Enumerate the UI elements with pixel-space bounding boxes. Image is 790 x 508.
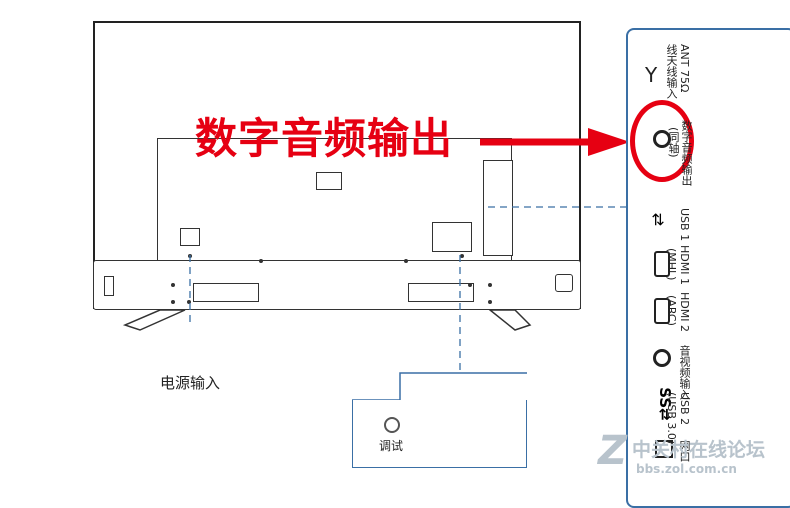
port-label-hdmi1: HDMI 1 [678, 245, 691, 285]
port-label-hdmi2-sub: (ARC) [665, 295, 678, 326]
debug-port-block [432, 222, 472, 252]
debug-callout-box [352, 400, 527, 468]
base-vent-left [193, 283, 259, 302]
hdmi-icon [654, 251, 670, 277]
screw [171, 283, 175, 287]
port-label-usb1: USB 1 [678, 208, 691, 242]
port-label-hdmi2: HDMI 2 [678, 292, 691, 332]
network-icon [655, 440, 673, 458]
coax-port-icon [653, 130, 671, 148]
base-vent-right [408, 283, 474, 302]
base-button [555, 274, 573, 292]
tv-side-port-panel [483, 160, 513, 256]
port-label-usb2: USB 2 [678, 392, 691, 426]
port-label-network: 网口 [678, 440, 691, 462]
screw [488, 300, 492, 304]
screw [259, 259, 263, 263]
usb-icon: ⇄ [649, 212, 669, 227]
port-label-digital-audio-sub: (同轴) [667, 127, 680, 158]
watermark-line2: bbs.zol.com.cn [636, 462, 737, 476]
vesa-vent [316, 172, 342, 190]
screw [468, 283, 472, 287]
watermark-logo: Z [598, 428, 628, 474]
port-label-hdmi1-sub: (MHL) [665, 248, 678, 281]
diagram-title: 数字音频输出 [195, 114, 454, 163]
power-port-block [180, 228, 200, 246]
highlight-circle [630, 100, 694, 182]
port-label-ant: ANT 75Ω [678, 44, 691, 93]
base-slot [104, 276, 114, 296]
watermark-line1: 中关村在线论坛 [632, 439, 766, 461]
antenna-icon: Y [645, 63, 658, 87]
screw [187, 300, 191, 304]
av-port-icon [653, 349, 671, 367]
debug-label: 调试 [379, 439, 404, 453]
hdmi-icon [654, 298, 670, 324]
debug-port-icon [384, 417, 400, 433]
power-input-label: 电源输入 [160, 374, 221, 392]
port-label-av-input: 音视频输入 [678, 345, 691, 400]
port-label-ant-sub: 线天线输入 [665, 44, 678, 99]
port-label-digital-audio: 数字音频输出 [680, 120, 693, 186]
port-label-usb2-sub: (USB 3.0) [665, 392, 678, 445]
screw [171, 300, 175, 304]
screw [460, 254, 464, 258]
screw [404, 259, 408, 263]
screw [488, 283, 492, 287]
